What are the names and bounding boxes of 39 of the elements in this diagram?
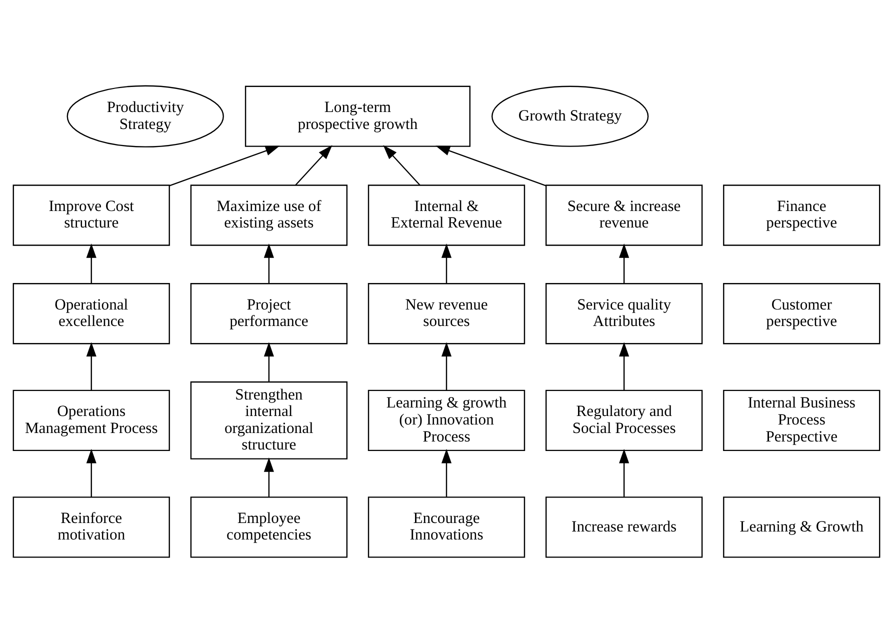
node-ellipse: Growth Strategy: [491, 86, 649, 147]
arrow: [295, 145, 332, 186]
arrow: [383, 145, 420, 186]
node-box: Regulatory and Social Processes: [545, 390, 703, 452]
node-box: New revenue sources: [368, 283, 526, 344]
node-box: Internal Business Process Perspective: [723, 390, 880, 452]
arrow: [441, 448, 452, 498]
node-box: Operational excellence: [12, 283, 170, 344]
node-box: Long-term prospective growth: [244, 86, 470, 147]
arrow: [441, 342, 452, 390]
arrow: [436, 146, 546, 186]
node-box: Learning & growth (or) Innovation Process: [368, 390, 526, 452]
node-box: Learning & Growth: [723, 496, 880, 558]
node-box: Internal & External Revenue: [368, 184, 526, 246]
arrow: [264, 342, 274, 382]
arrow: [441, 243, 452, 284]
arrow: [86, 448, 96, 498]
arrow: [264, 458, 274, 497]
arrow: [619, 243, 630, 284]
node-box: Strengthen internal organizational structure: [190, 381, 348, 460]
node-box: Finance perspective: [723, 184, 880, 246]
node-box: Operations Management Process: [12, 390, 170, 452]
node-box: Secure & increase revenue: [545, 184, 703, 246]
node-box: Encourage Innovations: [368, 496, 526, 558]
arrow: [264, 243, 274, 284]
node-box: Improve Cost structure: [12, 184, 170, 246]
node-ellipse: Productivity Strategy: [66, 85, 224, 148]
arrow: [86, 342, 96, 390]
node-box: Reinforce motivation: [12, 496, 170, 558]
arrow: [86, 243, 96, 284]
node-box: Maximize use of existing assets: [190, 184, 348, 246]
node-box: Service quality Attributes: [545, 283, 703, 344]
arrow: [169, 146, 280, 186]
arrow: [619, 448, 630, 498]
node-box: Customer perspective: [723, 283, 880, 344]
node-box: Project performance: [190, 283, 348, 344]
arrow: [619, 342, 630, 390]
node-box: Employee competencies: [190, 496, 348, 558]
node-box: Increase rewards: [545, 496, 703, 558]
